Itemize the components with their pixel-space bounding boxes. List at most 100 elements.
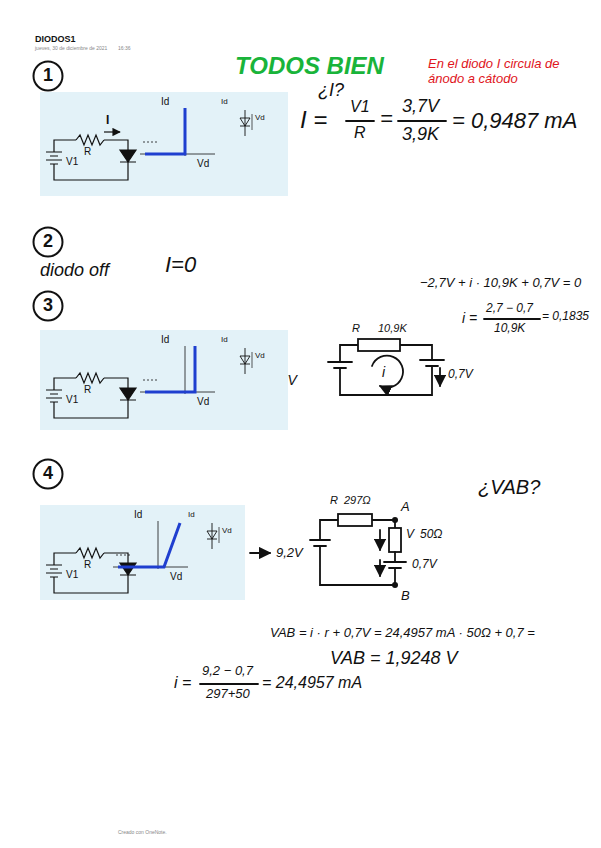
result: I=0 <box>165 252 196 277</box>
footer: Creado con OneNote. <box>118 830 167 836</box>
denominator: 3,9K <box>402 124 439 145</box>
voltage-bracket <box>252 352 253 368</box>
circuit-label: Vd <box>197 396 209 407</box>
wire <box>54 140 128 180</box>
fraction-bar <box>484 318 540 320</box>
wire <box>54 553 128 593</box>
circuit-label: V1 <box>66 156 78 167</box>
diode-symbol <box>426 365 438 367</box>
fraction-bar <box>398 120 446 122</box>
node-name: B <box>401 589 410 604</box>
circuit-label: Vd <box>197 158 209 169</box>
diode-symbol <box>240 348 250 374</box>
circuit-panel: I R V1 IdVd IdVd <box>40 92 288 196</box>
circuit-label: Id <box>221 98 228 107</box>
part-value: 10,9K <box>378 322 407 335</box>
step-number: 2 <box>32 226 64 258</box>
equation: −2,7V + i · 10,9K + 0,7V = 0 <box>420 276 581 291</box>
result: = 0,1835 <box>542 310 589 324</box>
equation: i = <box>174 674 191 692</box>
wire <box>54 378 128 418</box>
arrow <box>379 530 381 550</box>
step-number: 1 <box>32 60 64 92</box>
diode-symbol <box>389 567 401 569</box>
circuit-label: V1 <box>66 394 78 405</box>
diode-curve <box>145 108 185 154</box>
dashed-arrow <box>143 380 159 381</box>
diode-symbol <box>384 561 406 563</box>
step-number: 3 <box>32 290 64 322</box>
date-stamp: jueves, 30 de diciembre de 2021 <box>35 46 107 52</box>
diode-drop: 0,7V <box>448 368 473 382</box>
circuit-label: V1 <box>66 569 78 580</box>
circuit-label: Id <box>161 334 169 345</box>
dashed-arrow <box>116 555 132 556</box>
circuit-label: Id <box>221 336 228 345</box>
resistor-symbol <box>358 339 400 351</box>
circuit-illustration <box>40 92 288 196</box>
step-number-text: 3 <box>43 296 53 316</box>
grade-note: TODOS BIEN <box>235 52 384 80</box>
arrow <box>250 552 270 554</box>
panel-ground <box>40 330 288 430</box>
denominator: 10,9K <box>494 322 525 336</box>
fraction-bar <box>346 120 374 122</box>
numerator: 2,7 − 0,7 <box>486 302 533 316</box>
arrow <box>379 560 381 576</box>
diode-symbol <box>420 359 444 361</box>
circuit-label: Vd <box>255 114 265 123</box>
diode-curve <box>118 523 180 567</box>
result: = 0,9487 mA <box>452 108 577 133</box>
node-dot <box>392 582 398 588</box>
battery-symbol <box>310 539 330 541</box>
equation: VAB = i · r + 0,7V = 24,4957 mA · 50Ω + … <box>270 626 535 641</box>
voltage-bracket <box>219 527 220 543</box>
part-value: 50Ω <box>420 528 442 542</box>
step-number-text: 2 <box>43 232 53 252</box>
circuit-label: Id <box>161 96 169 107</box>
circuit-label: Id <box>134 509 142 520</box>
numerator: 3,7V <box>402 96 439 117</box>
voltage-bracket <box>252 114 253 130</box>
numerator: 9,2 − 0,7 <box>202 664 253 679</box>
teacher-note: En el diodo I circula de ánodo a cátodo <box>428 57 596 87</box>
voltage-name: V <box>406 528 414 542</box>
result: VAB = 1,9248 V <box>330 648 458 669</box>
battery-symbol <box>46 152 62 164</box>
circuit-label: R <box>84 146 91 157</box>
equation: = <box>380 106 393 131</box>
wire <box>340 366 432 395</box>
arrow <box>439 368 441 386</box>
circuit-label: I <box>106 114 109 127</box>
circuit-illustration <box>40 505 245 600</box>
dashed-arrow <box>143 142 159 143</box>
resistor-symbol <box>76 548 104 558</box>
panel-ground <box>40 505 245 600</box>
current-name: i <box>382 364 385 380</box>
question: ¿I? <box>318 80 344 101</box>
denominator: R <box>354 124 366 142</box>
wire <box>394 552 396 562</box>
note: diodo off <box>40 260 109 281</box>
axis <box>140 346 215 394</box>
step-number-text: 1 <box>43 66 53 86</box>
battery-symbol <box>46 390 62 402</box>
result: = 24,4957 mA <box>262 674 362 692</box>
diode-symbol <box>240 110 250 136</box>
diode-symbol <box>120 388 136 400</box>
circuit-panel: RV1IdVdIdVd <box>40 330 288 430</box>
circuit-label: R <box>84 384 91 395</box>
node-name: A <box>401 500 410 515</box>
current-loop <box>372 356 403 388</box>
axis <box>140 108 215 156</box>
circuit-label: Vd <box>170 571 182 582</box>
diode-drop: 0,7V <box>412 558 437 572</box>
circuit-label: R <box>84 559 91 570</box>
source-value: 9,2V <box>276 546 303 561</box>
question: ¿VAB? <box>478 476 540 499</box>
current-arrow <box>104 131 120 132</box>
denominator: 297+50 <box>206 687 250 702</box>
battery-symbol <box>46 565 62 577</box>
battery-symbol <box>328 361 352 363</box>
panel-ground <box>40 92 288 196</box>
